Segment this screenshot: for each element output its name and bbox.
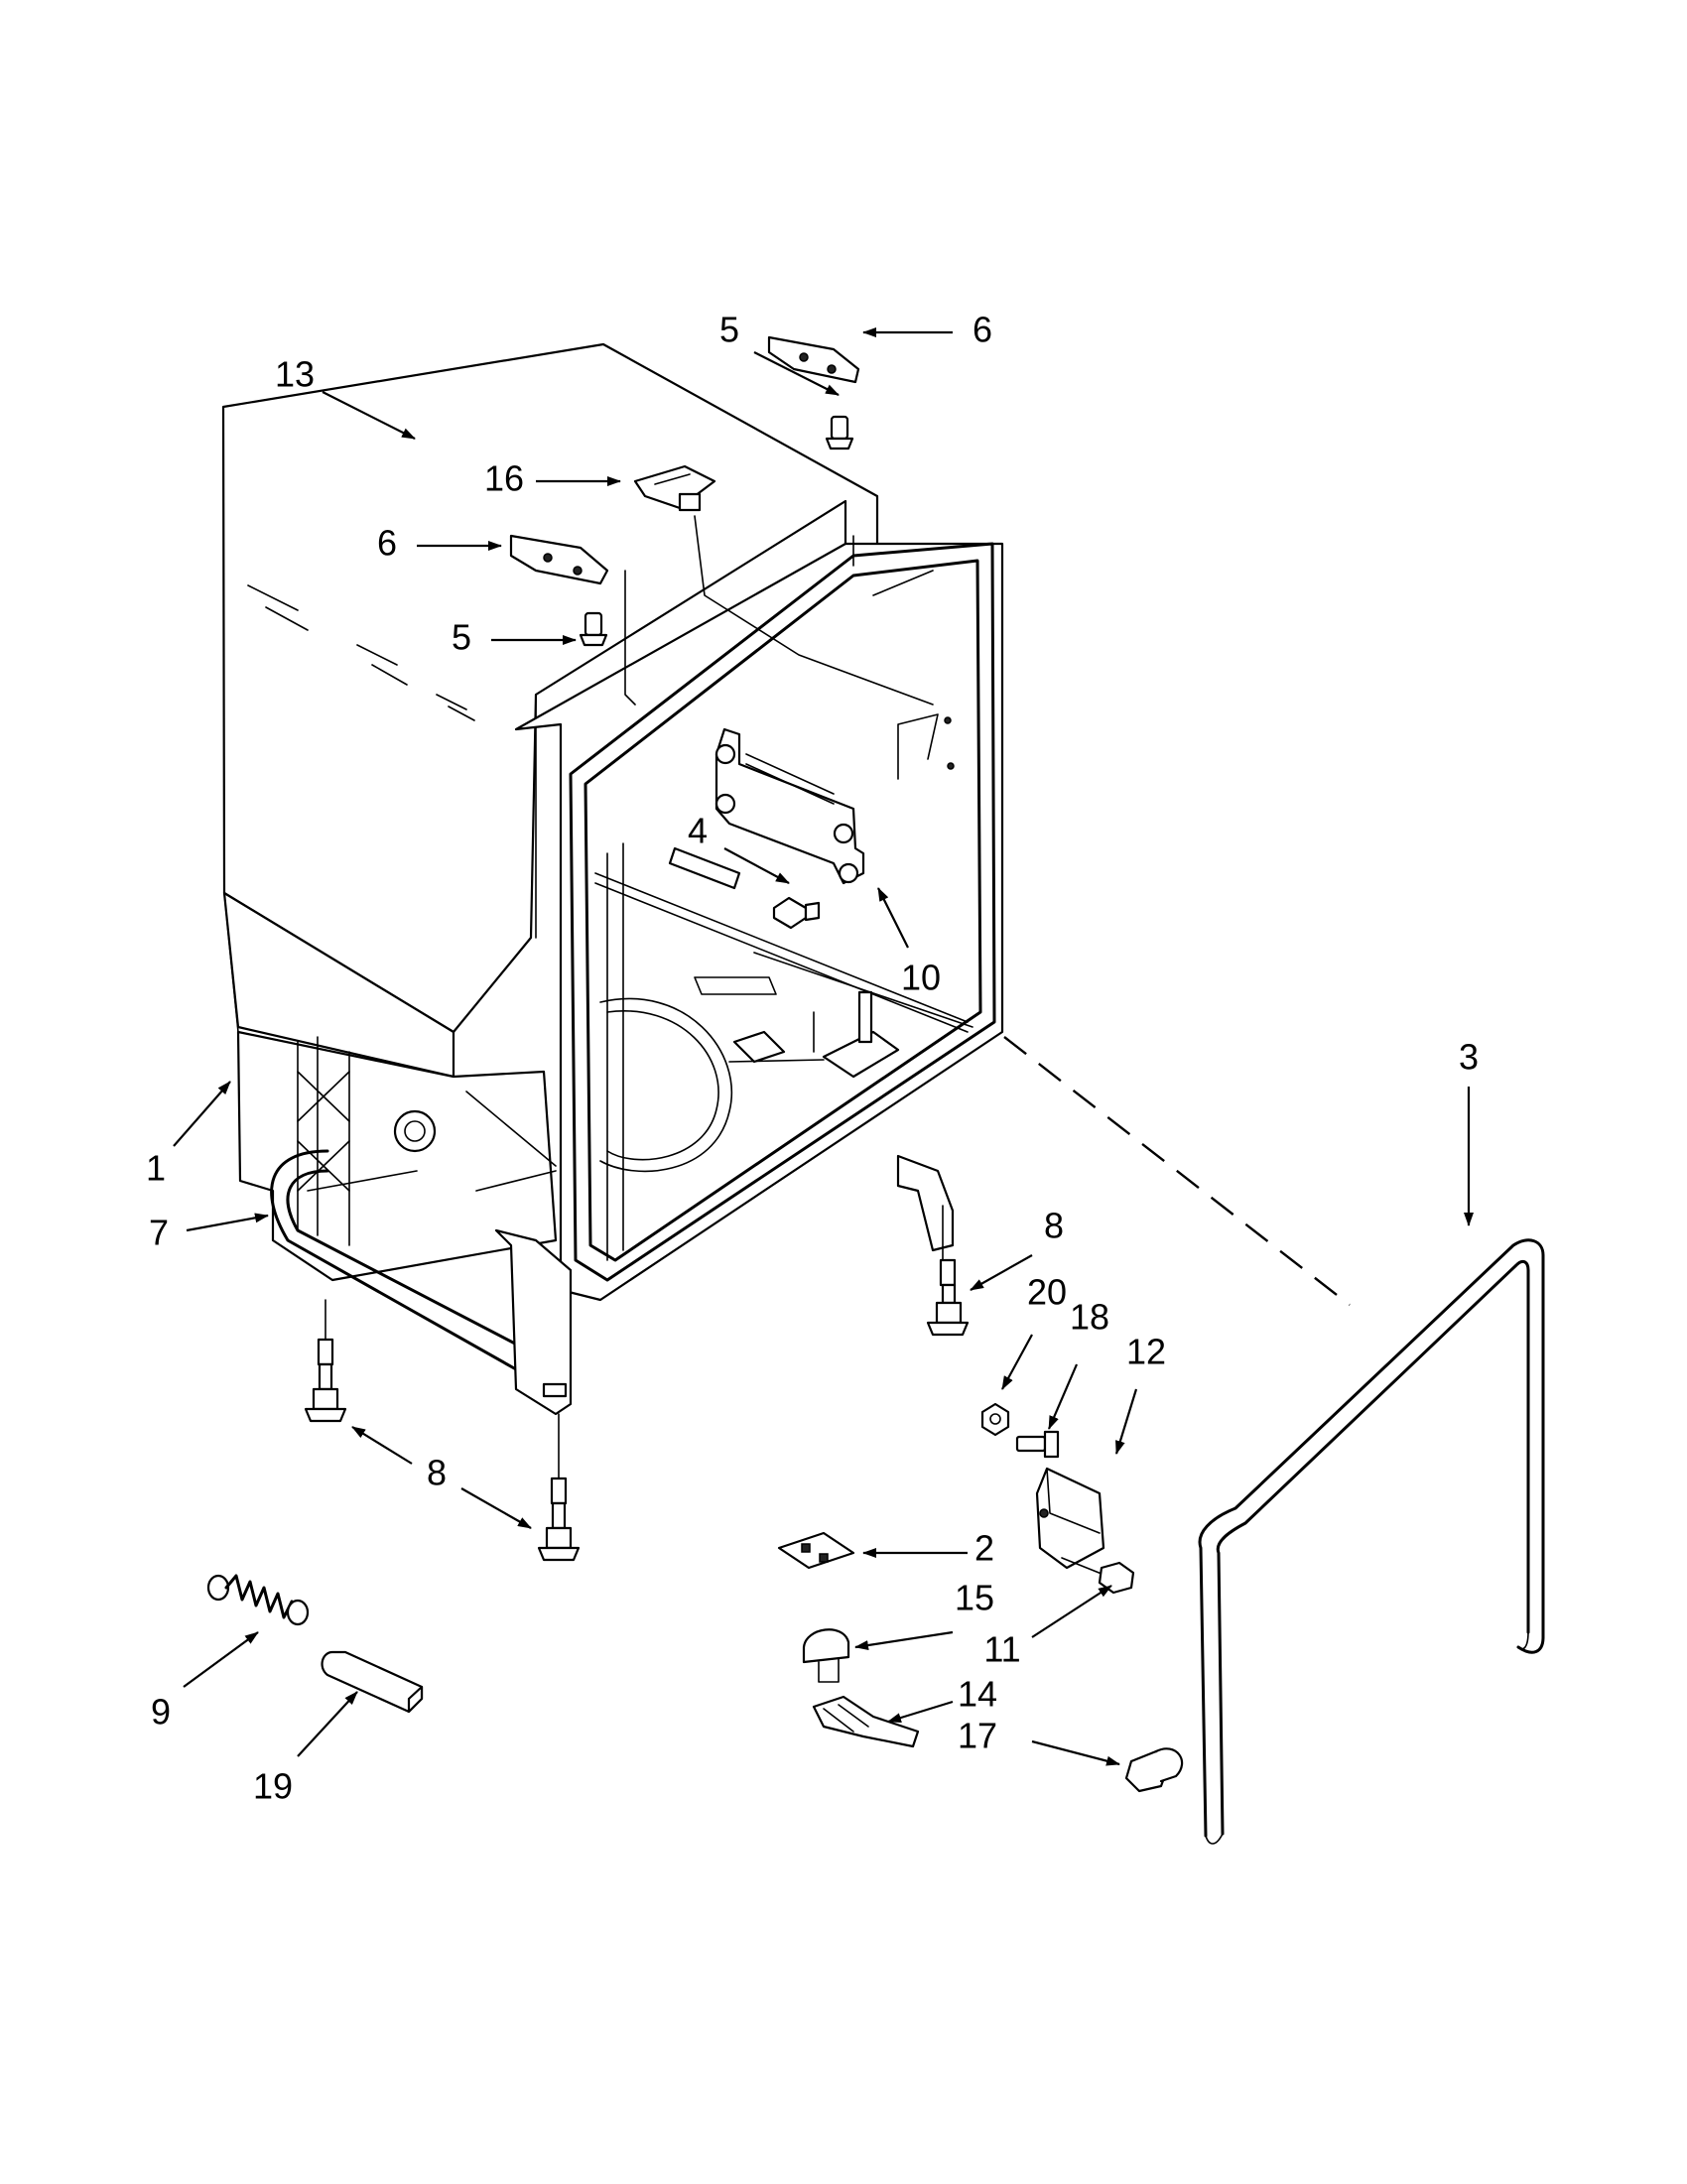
screw-4 (772, 896, 821, 930)
leg-bracket-left (494, 1228, 573, 1416)
callout-2: 2 (974, 1528, 994, 1569)
tub-front-frame (514, 542, 1004, 1302)
callout-10: 10 (901, 958, 941, 998)
callout-18: 18 (1070, 1297, 1109, 1338)
screw-5-left (579, 611, 608, 647)
screw-5-top (825, 415, 854, 450)
float-bracket-14 (812, 1695, 920, 1748)
callout-6: 6 (973, 310, 992, 350)
clip-17 (1124, 1747, 1184, 1793)
leveling-leg-8-bottom (537, 1477, 581, 1562)
callout-4: 4 (688, 811, 708, 851)
screw-18 (1015, 1430, 1060, 1459)
cover-19 (321, 1650, 424, 1714)
callout-12: 12 (1126, 1332, 1166, 1372)
pad-2 (777, 1531, 855, 1570)
callout-5: 5 (719, 310, 739, 350)
callout-15: 15 (955, 1578, 994, 1618)
hinge-plate-6-top (767, 335, 860, 384)
spring-9 (206, 1574, 310, 1626)
callout-6: 6 (377, 523, 397, 564)
callout-3: 3 (1459, 1037, 1479, 1078)
callout-16: 16 (484, 458, 524, 499)
tub-assembly (221, 342, 1004, 1479)
door-gasket-3 (1198, 1238, 1545, 1845)
hinge-plate-6-left (509, 534, 609, 585)
callout-17: 17 (958, 1716, 997, 1756)
callout-19: 19 (253, 1766, 293, 1807)
nut-20 (980, 1402, 1010, 1437)
hanger-wire (852, 535, 934, 596)
callout-8: 8 (1044, 1206, 1064, 1246)
hanger-wire (694, 515, 934, 706)
float-15 (802, 1628, 850, 1683)
rack-stop (668, 846, 741, 890)
assembly-dash-line (1003, 1036, 1351, 1306)
leveling-leg-8-right (926, 1258, 970, 1337)
callout-20: 20 (1027, 1272, 1067, 1313)
callout-5: 5 (452, 617, 471, 658)
tub-side (236, 1030, 558, 1282)
leg-bracket-right (896, 1154, 955, 1252)
rack-rail-bracket (714, 713, 955, 885)
callout-1: 1 (146, 1148, 166, 1189)
callout-13: 13 (275, 354, 315, 395)
callout-11: 11 (983, 1629, 1020, 1670)
callout-14: 14 (958, 1674, 997, 1715)
callout-7: 7 (149, 1213, 169, 1253)
callout-8: 8 (427, 1453, 447, 1493)
leader-arrows (173, 327, 1474, 1766)
leveling-leg-8-left (304, 1338, 347, 1423)
hanger-wire (624, 570, 636, 706)
callout-9: 9 (151, 1692, 171, 1733)
drain-hose (270, 1149, 538, 1371)
bracket-12 (1035, 1467, 1105, 1570)
top-clip-16 (633, 464, 716, 512)
tub-floor (599, 952, 973, 1173)
insulation-blanket (221, 342, 879, 1079)
